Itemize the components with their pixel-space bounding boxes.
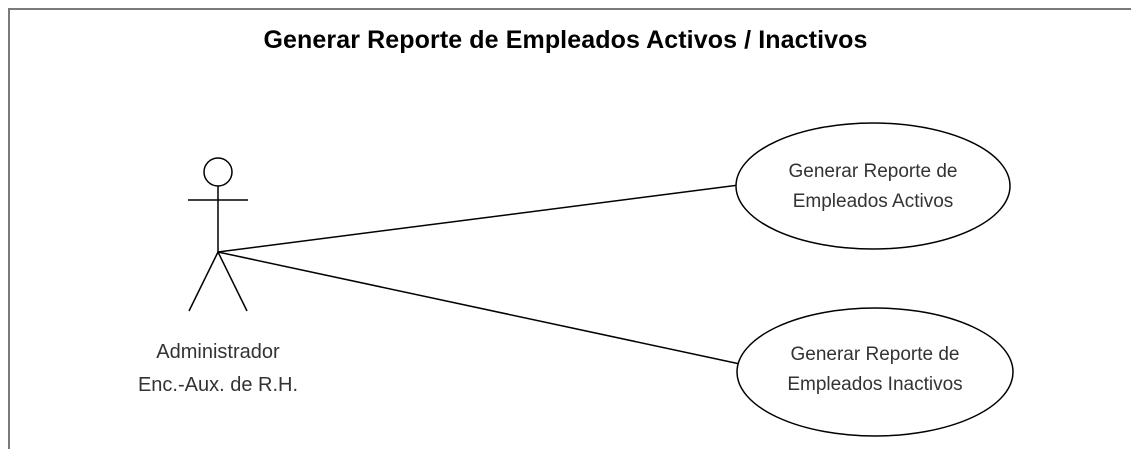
actor-figure[interactable] (188, 157, 248, 312)
frame-top-border (8, 8, 1131, 10)
use-case-activos[interactable]: Generar Reporte de Empleados Activos (735, 122, 1011, 250)
actor-label-line2: Enc.-Aux. de R.H. (138, 374, 298, 396)
use-case-inactivos-label-line2: Empleados Inactivos (787, 374, 962, 395)
actor-label-line1: Administrador (156, 341, 280, 363)
use-case-activos-label-line2: Empleados Activos (793, 191, 954, 212)
use-case-inactivos-ellipse (736, 307, 1014, 437)
use-case-inactivos-label-line1: Generar Reporte de (791, 344, 960, 365)
actor-head (203, 157, 233, 187)
association-line-activos (217, 184, 740, 253)
use-case-activos-ellipse (735, 122, 1011, 250)
use-case-activos-label-line1: Generar Reporte de (789, 161, 958, 182)
association-line-inactivos (217, 251, 741, 365)
actor-right-leg (217, 251, 248, 312)
actor-left-leg (188, 251, 219, 312)
use-case-inactivos[interactable]: Generar Reporte de Empleados Inactivos (736, 307, 1014, 437)
diagram-title: Generar Reporte de Empleados Activos / I… (263, 26, 868, 54)
frame-left-border (8, 8, 10, 449)
